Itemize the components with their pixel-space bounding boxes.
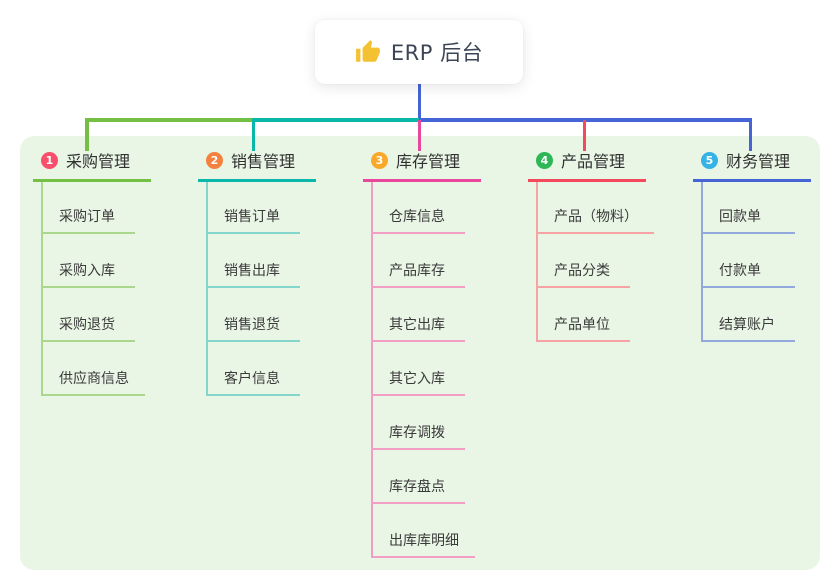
root-node[interactable]: ERP 后台	[315, 20, 523, 84]
branch-number-badge: 3	[371, 151, 388, 169]
branch-column-2: 2 销售管理销售订单销售出库销售退货客户信息	[198, 148, 363, 396]
thumbs-up-icon	[355, 39, 381, 65]
branch-drop-line-1	[85, 118, 89, 151]
child-node[interactable]: 产品库存	[373, 234, 465, 288]
child-node[interactable]: 采购订单	[43, 182, 135, 234]
branch-children: 销售订单销售出库销售退货客户信息	[206, 182, 363, 396]
branch-label: 销售管理	[231, 152, 296, 171]
branch-label: 产品管理	[561, 152, 626, 171]
child-node[interactable]: 销售出库	[208, 234, 300, 288]
branch-children: 仓库信息产品库存其它出库其它入库库存调拨库存盘点出库库明细	[371, 182, 528, 558]
child-node[interactable]: 其它出库	[373, 288, 465, 342]
connector-horizontal-5	[419, 118, 752, 122]
child-node[interactable]: 付款单	[703, 234, 795, 288]
root-stem-line	[417, 84, 421, 121]
child-node[interactable]: 客户信息	[208, 342, 300, 396]
branch-children: 产品（物料）产品分类产品单位	[536, 182, 693, 342]
branch-number-badge: 4	[536, 151, 553, 169]
branch-drop-line-2	[251, 118, 255, 151]
branch-node-4[interactable]: 4 产品管理	[528, 148, 646, 182]
child-node[interactable]: 仓库信息	[373, 182, 465, 234]
branch-column-4: 4 产品管理产品（物料）产品分类产品单位	[528, 148, 693, 342]
branch-column-1: 1 采购管理采购订单采购入库采购退货供应商信息	[33, 148, 198, 396]
branch-column-5: 5 财务管理回款单付款单结算账户	[693, 148, 839, 342]
branch-drop-line-5	[748, 118, 752, 151]
child-node[interactable]: 库存调拨	[373, 396, 465, 450]
branch-number-badge: 5	[701, 151, 718, 169]
root-node-title: ERP 后台	[390, 41, 484, 65]
branch-number-badge: 2	[206, 151, 223, 169]
branch-label: 采购管理	[66, 152, 131, 171]
branch-children: 采购订单采购入库采购退货供应商信息	[41, 182, 198, 396]
branch-label: 库存管理	[396, 152, 461, 171]
child-node[interactable]: 产品（物料）	[538, 182, 654, 234]
branch-panel	[20, 136, 820, 570]
branch-node-2[interactable]: 2 销售管理	[198, 148, 316, 182]
child-node[interactable]: 产品分类	[538, 234, 630, 288]
branch-children: 回款单付款单结算账户	[701, 182, 839, 342]
branch-node-1[interactable]: 1 采购管理	[33, 148, 151, 182]
branch-drop-line-4	[582, 120, 586, 151]
child-node[interactable]: 结算账户	[703, 288, 795, 342]
connector-horizontal-1	[85, 118, 254, 122]
child-node[interactable]: 出库库明细	[373, 504, 475, 558]
connector-horizontal-5	[253, 118, 419, 122]
child-node[interactable]: 其它入库	[373, 342, 465, 396]
branch-drop-line-3	[417, 120, 421, 151]
branch-number-badge: 1	[41, 151, 58, 169]
child-node[interactable]: 产品单位	[538, 288, 630, 342]
branch-column-3: 3 库存管理仓库信息产品库存其它出库其它入库库存调拨库存盘点出库库明细	[363, 148, 528, 558]
child-node[interactable]: 采购退货	[43, 288, 135, 342]
child-node[interactable]: 库存盘点	[373, 450, 465, 504]
child-node[interactable]: 采购入库	[43, 234, 135, 288]
child-node[interactable]: 销售订单	[208, 182, 300, 234]
branch-label: 财务管理	[726, 152, 791, 171]
child-node[interactable]: 供应商信息	[43, 342, 145, 396]
branch-node-5[interactable]: 5 财务管理	[693, 148, 811, 182]
child-node[interactable]: 回款单	[703, 182, 795, 234]
child-node[interactable]: 销售退货	[208, 288, 300, 342]
branch-node-3[interactable]: 3 库存管理	[363, 148, 481, 182]
